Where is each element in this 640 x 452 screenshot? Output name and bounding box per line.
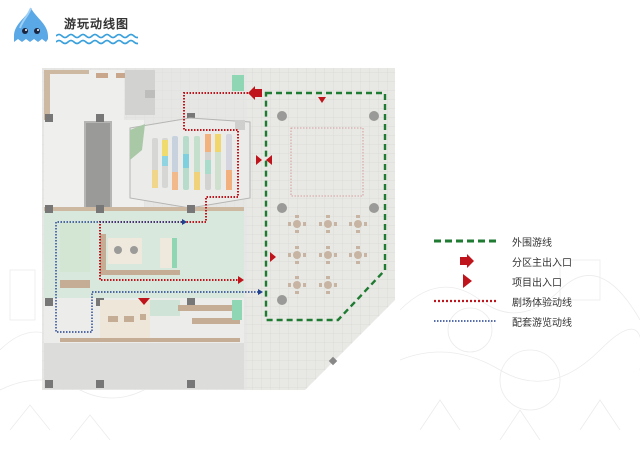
legend-label: 分区主出入口 [512, 258, 572, 269]
legend-label: 配套游览动线 [512, 318, 572, 329]
plaza-area [245, 68, 395, 390]
legend-item-zone-entrance: 分区主出入口 [430, 252, 600, 270]
legend-item-support-route: 配套游览动线 [430, 312, 600, 330]
blue-dotted-line-icon [434, 320, 496, 322]
header: 游玩动线图 [0, 0, 200, 60]
water-drop-mascot-icon [14, 7, 48, 42]
page-title: 游玩动线图 [64, 17, 130, 31]
legend-item-outer-route: 外围游线 [430, 232, 600, 250]
theater-seats [152, 134, 232, 190]
red-triangle-icon [463, 274, 472, 288]
theater-route-path [99, 92, 248, 281]
support-route-path [55, 221, 258, 333]
plaza-tables [288, 215, 367, 294]
red-arrow-icon [460, 254, 474, 268]
decorative-city-sketch [0, 259, 640, 441]
legend-label: 项目出入口 [512, 278, 562, 289]
entrance-markers [138, 86, 326, 305]
wave-decoration-icon [56, 33, 138, 45]
legend-label: 剧场体验动线 [512, 298, 572, 309]
red-dotted-line-icon [434, 299, 496, 303]
legend-item-project-entrance: 项目出入口 [430, 272, 600, 290]
legend-item-theater-route: 剧场体验动线 [430, 292, 600, 310]
outer-route-path [264, 91, 387, 322]
legend-label: 外围游线 [512, 238, 552, 249]
green-dashed-line-icon [434, 239, 496, 243]
